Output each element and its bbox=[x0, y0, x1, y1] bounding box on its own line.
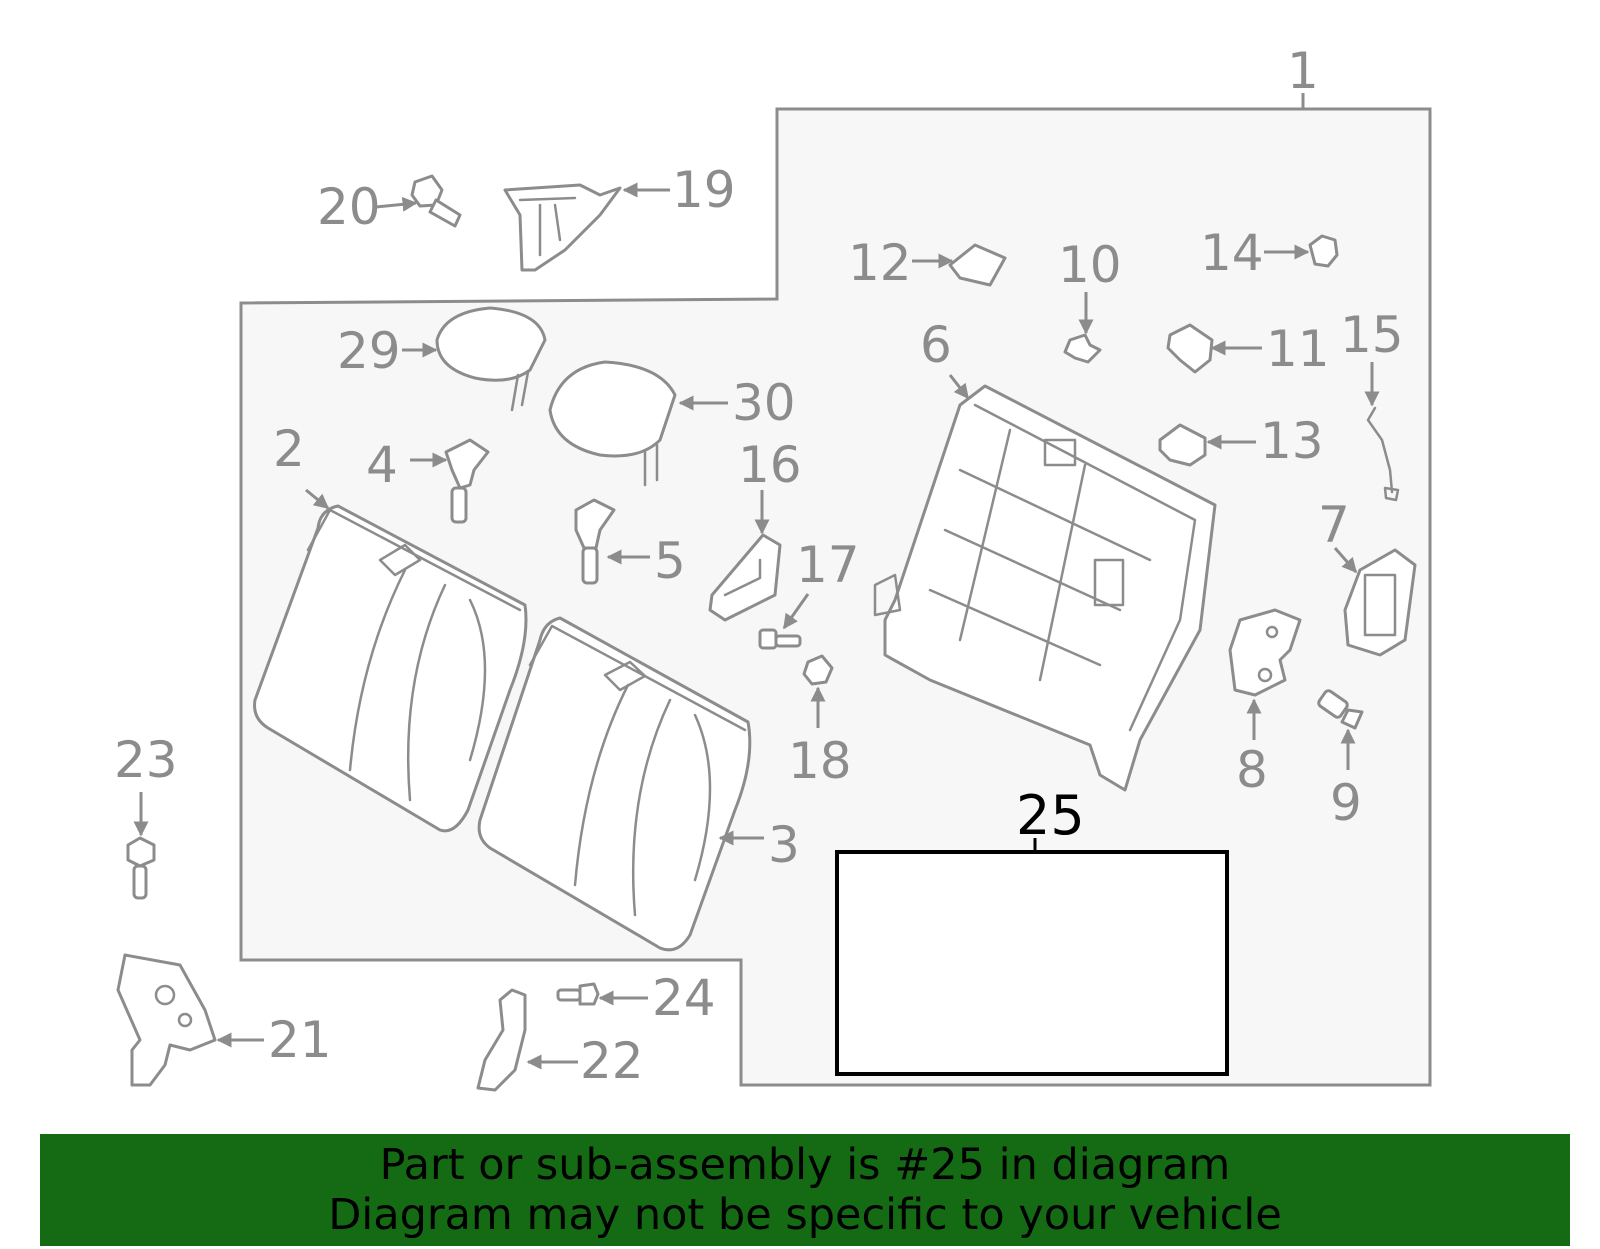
part-15-wire bbox=[1366, 406, 1400, 502]
callout-25: 25 bbox=[1016, 784, 1085, 847]
callout-4: 4 bbox=[366, 436, 398, 494]
callout-16: 16 bbox=[738, 436, 802, 494]
banner-line-2: Diagram may not be specific to your vehi… bbox=[328, 1190, 1282, 1240]
callout-23: 23 bbox=[114, 731, 178, 789]
part-21-hinge bbox=[116, 953, 217, 1087]
callout-11: 11 bbox=[1266, 320, 1330, 378]
callout-3: 3 bbox=[768, 816, 800, 874]
callout-20: 20 bbox=[317, 178, 381, 236]
part-14-nut bbox=[1308, 234, 1339, 268]
part-2-seat-back bbox=[253, 504, 528, 833]
part-7-latch bbox=[1343, 548, 1417, 657]
callout-7: 7 bbox=[1318, 496, 1350, 554]
callout-5: 5 bbox=[654, 532, 686, 590]
part-4-guide bbox=[444, 438, 490, 524]
part-18-nut bbox=[802, 654, 834, 686]
part-23-bolt bbox=[126, 836, 156, 900]
callout-22: 22 bbox=[580, 1032, 644, 1090]
callout-14: 14 bbox=[1200, 224, 1264, 282]
leader-17 bbox=[782, 593, 810, 630]
callout-24: 24 bbox=[652, 969, 716, 1027]
part-3-seat-back bbox=[477, 616, 752, 952]
leader-2 bbox=[305, 488, 330, 510]
part-13-clip bbox=[1158, 423, 1207, 467]
callout-21: 21 bbox=[268, 1011, 332, 1069]
part-6-frame bbox=[873, 384, 1217, 792]
callout-2: 2 bbox=[273, 420, 305, 478]
callout-10: 10 bbox=[1058, 236, 1122, 294]
callout-29: 29 bbox=[337, 322, 401, 380]
part-29-headrest bbox=[435, 306, 547, 412]
part-9-bolt bbox=[1317, 689, 1364, 730]
part-16-cover bbox=[708, 533, 782, 622]
callout-19: 19 bbox=[672, 161, 736, 219]
callout-13: 13 bbox=[1260, 412, 1324, 470]
banner-line-1: Part or sub-assembly is #25 in diagram bbox=[379, 1140, 1231, 1190]
part-22-bracket bbox=[476, 988, 527, 1092]
info-banner: Part or sub-assembly is #25 in diagram D… bbox=[40, 1134, 1570, 1246]
leader-6 bbox=[948, 374, 970, 400]
callout-12: 12 bbox=[848, 234, 912, 292]
leader-20 bbox=[375, 196, 418, 212]
part-20-bolt bbox=[410, 174, 462, 228]
part-19-bracket bbox=[503, 183, 622, 272]
callout-6: 6 bbox=[920, 316, 952, 374]
leader-7 bbox=[1333, 547, 1358, 574]
callout-1: 1 bbox=[1287, 42, 1319, 100]
part-11-clip bbox=[1166, 323, 1214, 374]
callout-8: 8 bbox=[1236, 741, 1268, 799]
part-24-bolt bbox=[556, 982, 600, 1006]
part-12-clip bbox=[948, 243, 1007, 287]
part-17-bolt bbox=[758, 628, 802, 650]
callout-9: 9 bbox=[1330, 774, 1362, 832]
callout-30: 30 bbox=[732, 374, 796, 432]
callout-17: 17 bbox=[796, 536, 860, 594]
part-30-headrest bbox=[548, 360, 677, 487]
callout-18: 18 bbox=[788, 732, 852, 790]
callout-15: 15 bbox=[1340, 306, 1404, 364]
part-5-guide bbox=[574, 498, 616, 585]
part-25-box[interactable] bbox=[835, 850, 1229, 1076]
part-10-clip bbox=[1063, 333, 1102, 364]
part-8-bracket bbox=[1228, 608, 1302, 697]
